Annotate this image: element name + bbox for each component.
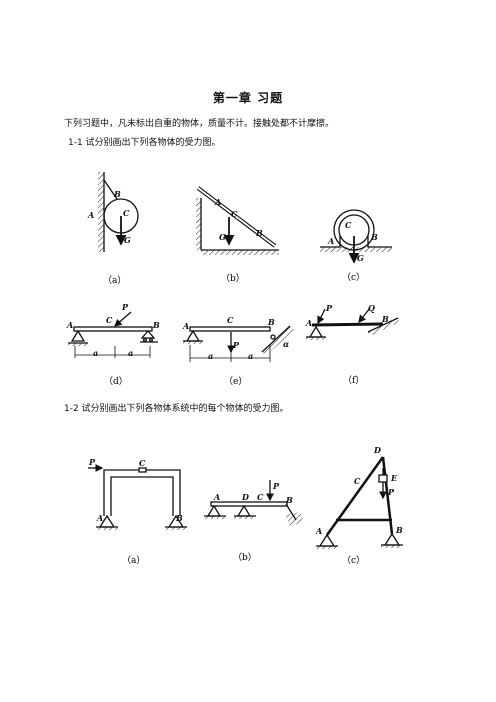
label: B	[285, 495, 293, 505]
label: C	[345, 220, 352, 230]
label: A	[214, 197, 221, 207]
label: A	[213, 492, 220, 502]
caption-1-1f: （f）	[343, 375, 364, 386]
label: C	[139, 458, 146, 468]
label: B	[152, 320, 160, 330]
label: a	[128, 348, 133, 358]
label: P	[387, 487, 395, 497]
label: a	[93, 348, 98, 358]
label: C	[123, 208, 130, 218]
figure-1-1b: A C G B	[196, 186, 279, 255]
label: P	[232, 340, 240, 350]
label: C	[106, 315, 113, 325]
label: B	[395, 525, 403, 535]
label: B	[267, 317, 275, 327]
label: E	[390, 473, 398, 483]
label: D	[241, 492, 249, 502]
label: a	[248, 351, 253, 361]
caption-1-2b: （b）	[233, 552, 257, 563]
label: a	[208, 351, 213, 361]
caption-1-2a: （a）	[122, 555, 145, 566]
problem-1-1-heading: 1-1 试分别画出下列各物体的受力图。	[68, 138, 221, 148]
label: A	[182, 321, 189, 331]
label: Q	[368, 303, 375, 313]
caption-1-1b: （b）	[221, 273, 245, 284]
figure-1-2a: P C A B	[88, 457, 187, 530]
label: C	[257, 492, 264, 502]
figure-1-1c: C A B G	[320, 209, 392, 264]
label: A	[96, 513, 103, 523]
figure-1-2b: P D C A B	[204, 480, 304, 526]
label: G	[357, 253, 364, 263]
label: G	[219, 232, 226, 242]
label: D	[373, 445, 381, 455]
label: A	[305, 318, 312, 328]
label: A	[87, 210, 94, 220]
label: A	[315, 526, 322, 536]
label: P	[325, 303, 333, 313]
label: C	[354, 476, 361, 486]
figure-1-1a: B A C G	[87, 172, 139, 252]
label: A	[327, 236, 334, 246]
intro-text: 下列习题中，凡未标出自重的物体，质量不计。接触处都不计摩擦。	[64, 119, 335, 129]
caption-1-1a: （a）	[103, 275, 126, 286]
label: P	[121, 302, 129, 312]
label: B	[255, 228, 263, 238]
label: P	[88, 457, 96, 467]
label: α	[283, 339, 289, 349]
label: B	[381, 314, 389, 324]
caption-1-2c: （c）	[342, 555, 365, 566]
figure-1-2c: D E P C A B	[315, 445, 403, 549]
figure-1-1f: P Q A B	[305, 303, 400, 340]
label: A	[66, 320, 73, 330]
label: B	[113, 189, 121, 199]
figure-1-1d: P C A B a a	[66, 302, 160, 358]
label: C	[231, 209, 238, 219]
label: P	[272, 481, 280, 491]
page-title: 第一章 习题	[212, 91, 284, 105]
label: B	[370, 232, 378, 242]
label: B	[175, 513, 183, 523]
caption-1-1d: （d）	[104, 376, 128, 387]
label: G	[124, 235, 131, 245]
caption-1-1c: （c）	[342, 272, 365, 283]
label: C	[227, 315, 234, 325]
problem-1-2-heading: 1-2 试分别画出下列各物体系统中的每个物体的受力图。	[64, 404, 289, 414]
caption-1-1e: （e）	[224, 376, 247, 387]
figure-1-1e: C B A P α a a	[182, 315, 294, 362]
